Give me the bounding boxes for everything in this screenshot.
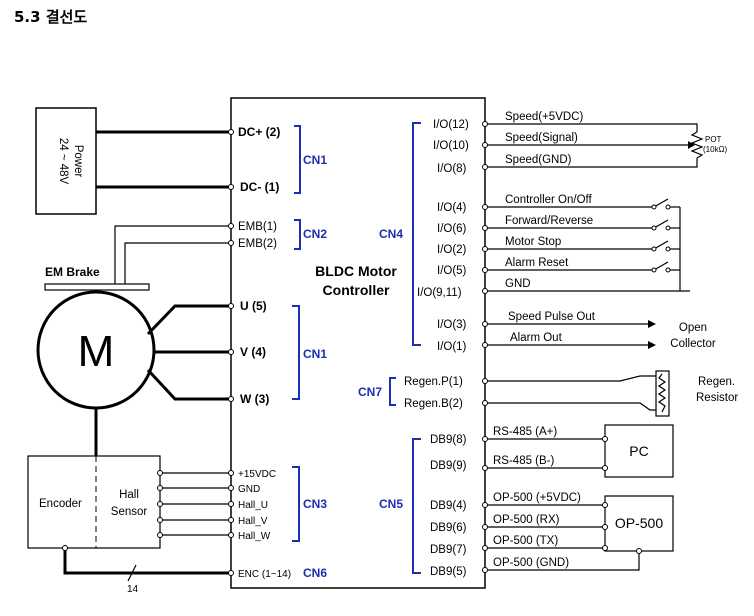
connector-cn6: CN6 (303, 566, 327, 580)
pin-hall-w: Hall_W (238, 531, 271, 542)
section-title: 5.3 결선도 (14, 6, 87, 27)
pin-io12: I/O(12) (433, 119, 469, 131)
pin-io911: I/O(9,11) (417, 287, 462, 299)
open-collector-line1: Open (679, 322, 707, 334)
open-collector-line2: Collector (670, 338, 716, 350)
signal-op500-rx: OP-500 (RX) (493, 514, 560, 526)
signal-speed-5v: Speed(+5VDC) (505, 111, 583, 123)
pin-io8: I/O(8) (437, 163, 467, 175)
connector-cn3: CN3 (303, 497, 327, 511)
op500-box (604, 495, 674, 552)
pin-db9-6: DB9(6) (430, 522, 467, 534)
pin-hall-u: Hall_U (238, 500, 268, 511)
pin-emb2: EMB(2) (238, 238, 277, 250)
power-label-line2: Power (72, 145, 84, 178)
pin-io3: I/O(3) (437, 319, 467, 331)
pin-regen-b: Regen.B(2) (404, 398, 463, 410)
encoder-hall-box (27, 455, 161, 549)
em-brake-plate (44, 283, 150, 291)
signal-motor-stop: Motor Stop (505, 236, 561, 248)
connector-cn1-motor: CN1 (303, 347, 327, 361)
pot-label: POT (705, 135, 722, 144)
pin-v: V (4) (240, 345, 266, 359)
pot-value: (10kΩ) (703, 145, 728, 154)
pin-15vdc: +15VDC (238, 469, 276, 480)
signal-rs485-a: RS-485 (A+) (493, 426, 557, 438)
pin-db9-7: DB9(7) (430, 544, 467, 556)
pin-io6: I/O(6) (437, 223, 467, 235)
power-supply-box (35, 107, 97, 215)
connector-cn4: CN4 (379, 227, 403, 241)
controller-title-line1: BLDC Motor (315, 263, 397, 279)
signal-op500-tx: OP-500 (TX) (493, 535, 558, 547)
pin-dc-plus: DC+ (2) (238, 125, 280, 139)
pin-hall-v: Hall_V (238, 516, 268, 527)
signal-rs485-b: RS-485 (B-) (493, 455, 555, 467)
signal-alarm-reset: Alarm Reset (505, 257, 569, 269)
op500-label: OP-500 (615, 515, 663, 531)
pin-u: U (5) (240, 299, 267, 313)
power-label-line1: 24 ~ 48V (57, 138, 69, 185)
pin-io4: I/O(4) (437, 202, 467, 214)
connector-cn2: CN2 (303, 227, 327, 241)
pin-regen-p: Regen.P(1) (404, 376, 463, 388)
signal-speed-pulse-out: Speed Pulse Out (508, 311, 596, 323)
controller-title-line2: Controller (323, 282, 390, 298)
hall-sensor-line2: Sensor (111, 506, 148, 518)
pin-io5: I/O(5) (437, 265, 467, 277)
section-heading: 결선도 (45, 8, 88, 26)
cable-count: 14 (127, 584, 139, 595)
regen-resistor-box (655, 370, 670, 417)
pin-gnd: GND (238, 484, 260, 495)
signal-gnd: GND (505, 278, 531, 290)
pin-emb1: EMB(1) (238, 221, 277, 233)
signal-alarm-out: Alarm Out (510, 332, 563, 344)
signal-controller-onoff: Controller On/Off (505, 194, 593, 206)
controller-box (230, 97, 486, 589)
pin-db9-5: DB9(5) (430, 566, 467, 578)
hall-sensor-line1: Hall (119, 489, 139, 501)
signal-speed-signal: Speed(Signal) (505, 132, 578, 144)
connector-cn1-power: CN1 (303, 153, 327, 167)
pin-io2: I/O(2) (437, 244, 467, 256)
pin-dc-minus: DC- (1) (240, 180, 279, 194)
encoder-label: Encoder (39, 498, 82, 510)
section-number: 5.3 (14, 8, 41, 26)
regen-resistor-line2: Resistor (696, 392, 738, 404)
pin-io1: I/O(1) (437, 341, 467, 353)
connector-cn5: CN5 (379, 497, 403, 511)
switch-symbols (651, 198, 671, 273)
pin-io10: I/O(10) (433, 140, 469, 152)
motor-symbol: M (78, 327, 115, 376)
pin-db9-9: DB9(9) (430, 460, 467, 472)
pin-w: W (3) (240, 392, 269, 406)
pin-db9-8: DB9(8) (430, 434, 467, 446)
signal-speed-gnd: Speed(GND) (505, 154, 572, 166)
signal-op500-gnd: OP-500 (GND) (493, 557, 569, 569)
signal-op500-5v: OP-500 (+5VDC) (493, 492, 581, 504)
regen-resistor-line1: Regen. (698, 376, 735, 388)
em-brake-label: EM Brake (45, 265, 100, 279)
signal-forward-reverse: Forward/Reverse (505, 215, 593, 227)
pc-label: PC (629, 443, 648, 459)
pc-box (604, 424, 674, 478)
pin-enc: ENC (1~14) (238, 569, 291, 580)
pin-db9-4: DB9(4) (430, 500, 467, 512)
connector-cn7: CN7 (358, 385, 382, 399)
